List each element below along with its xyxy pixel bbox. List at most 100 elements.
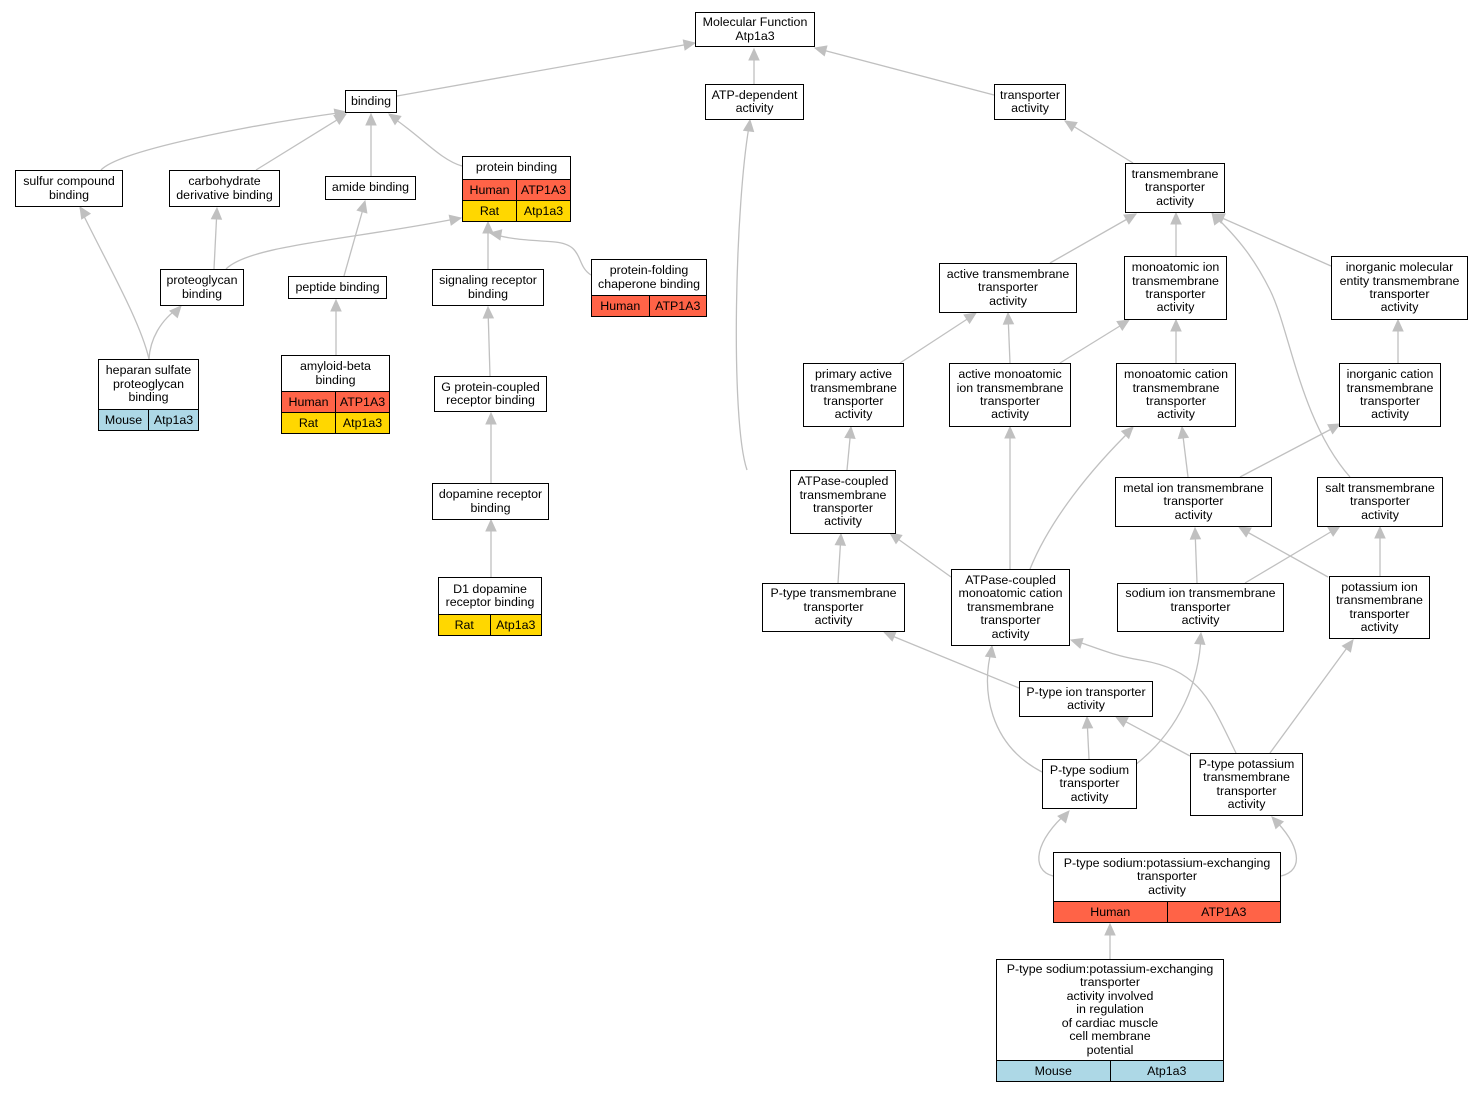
ortholog-gene: ATP1A3 bbox=[648, 296, 707, 316]
node-label-line: heparan sulfate bbox=[105, 363, 192, 378]
edge-arrowhead bbox=[1327, 525, 1342, 537]
node-label-line: activity bbox=[1227, 796, 1266, 811]
node-label-line: P-type transmembrane bbox=[770, 586, 897, 601]
node-label-line: transmembrane bbox=[1132, 273, 1219, 288]
ortholog-gene: Atp1a3 bbox=[1109, 1061, 1224, 1081]
node-label-line: D1 dopamine bbox=[453, 581, 527, 596]
node-label-line: binding bbox=[49, 187, 89, 202]
ortholog-species: Rat bbox=[479, 204, 500, 218]
ortholog-gene: ATP1A3 bbox=[335, 392, 389, 412]
node-label-line: primary active bbox=[814, 367, 893, 382]
node-label-line: binding bbox=[128, 390, 169, 405]
node-label-line: G protein-coupled bbox=[441, 379, 540, 394]
node-label-line: transporter bbox=[1369, 287, 1430, 301]
edge-line bbox=[1038, 811, 1069, 877]
edge-line bbox=[814, 47, 995, 96]
edge-line bbox=[1071, 639, 1237, 754]
node-label: amide binding bbox=[326, 177, 415, 199]
node-label-line: P-type sodium:potassium-exchanging bbox=[1063, 855, 1271, 870]
edge-arrowhead bbox=[1392, 318, 1404, 332]
ortholog-species: Rat bbox=[454, 618, 474, 632]
node-label-line: monoatomic cation bbox=[1124, 367, 1228, 382]
edge-arrowhead bbox=[813, 45, 828, 57]
node-peptide-binding[interactable]: peptide binding bbox=[288, 276, 387, 299]
node-binding[interactable]: binding bbox=[345, 90, 397, 113]
node-label-line: transporter bbox=[823, 394, 884, 408]
node-label-line: ion transmembrane bbox=[956, 380, 1064, 395]
node-label-line: in regulation bbox=[1076, 1002, 1144, 1017]
edge-line bbox=[1049, 213, 1137, 264]
node-label-line: sodium ion transmembrane bbox=[1125, 586, 1276, 601]
node-label-line: activity bbox=[735, 101, 774, 115]
node-amide-binding[interactable]: amide binding bbox=[325, 176, 416, 200]
node-label-line: Molecular Function bbox=[702, 15, 808, 30]
edge-line bbox=[343, 201, 366, 277]
edge-arrowhead bbox=[882, 631, 897, 642]
node-label-line: activity bbox=[834, 407, 873, 422]
node-label-line: activity bbox=[1361, 507, 1399, 522]
edge-arrowhead bbox=[889, 532, 903, 545]
node-label-line: binding bbox=[315, 372, 356, 387]
node-label-line: transporter bbox=[1146, 394, 1206, 408]
edge-arrowhead bbox=[79, 205, 92, 220]
node-label-line: activity bbox=[1157, 407, 1195, 422]
node-label-line: transporter bbox=[980, 613, 1041, 628]
node-label-line: activity involved bbox=[1066, 988, 1154, 1003]
edge-arrowhead bbox=[1069, 637, 1084, 649]
edge-arrowhead bbox=[1116, 319, 1131, 331]
